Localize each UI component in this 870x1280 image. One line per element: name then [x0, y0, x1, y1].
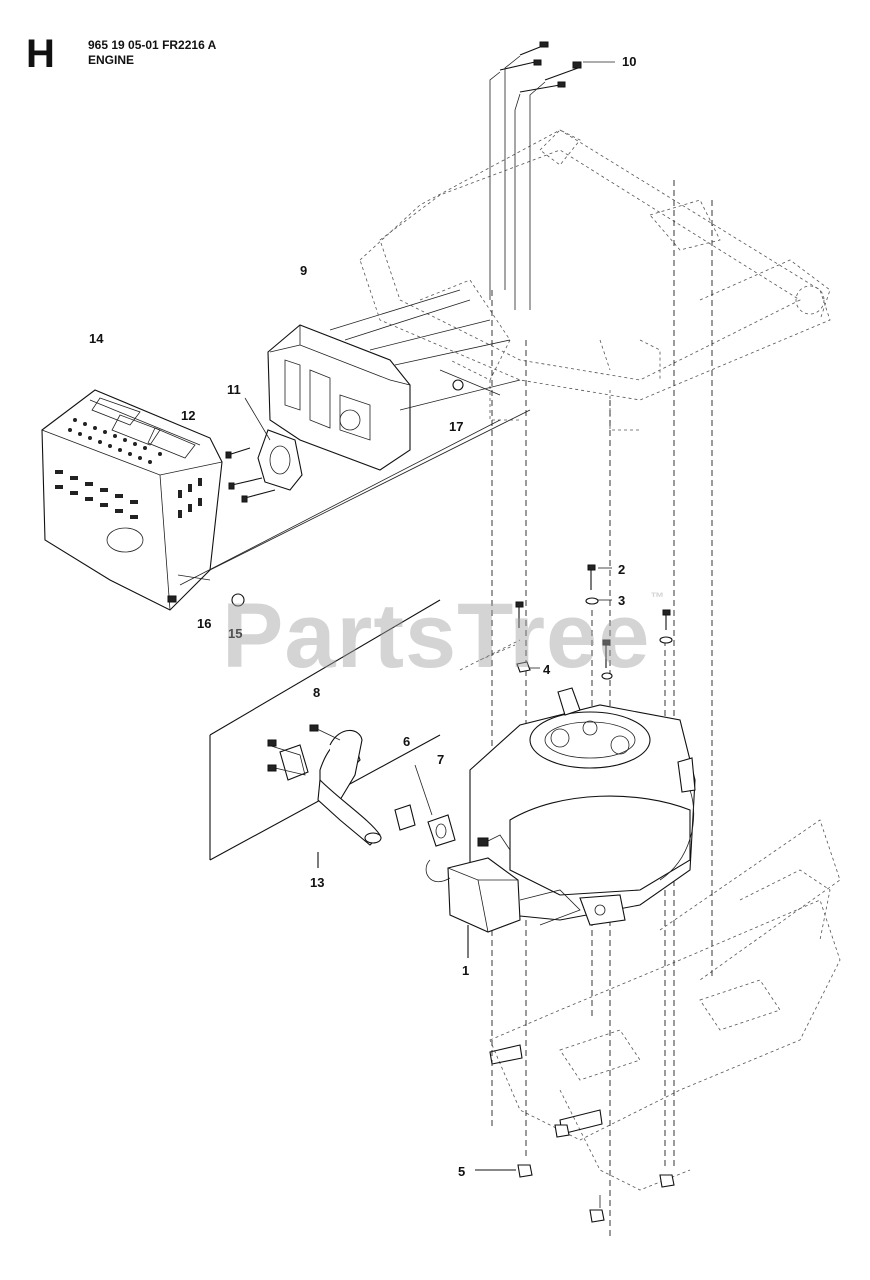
callout-2: 2 — [618, 562, 625, 577]
diagram-title: ENGINE — [88, 53, 135, 67]
hardware-small — [439, 369, 501, 396]
watermark-trademark: ™ — [650, 589, 666, 605]
callout-11: 11 — [227, 382, 241, 397]
callout-8: 8 — [313, 685, 320, 700]
callout-4: 4 — [543, 662, 551, 677]
watermark-text: PartsTree — [222, 585, 651, 687]
callout-17: 17 — [449, 419, 463, 434]
callout-12: 12 — [181, 408, 195, 423]
callout-5: 5 — [458, 1164, 465, 1179]
watermark: PartsTree™ — [222, 590, 665, 682]
callout-1: 1 — [462, 963, 469, 978]
callout-9: 9 — [300, 263, 307, 278]
callout-7: 7 — [437, 752, 444, 767]
callout-14: 14 — [89, 331, 104, 346]
chassis-frame — [359, 129, 831, 431]
bottom-nuts — [475, 1124, 675, 1223]
part-code: 965 19 05-01 FR2216 A — [88, 38, 217, 52]
callout-6: 6 — [403, 734, 410, 749]
bolts-10 — [489, 41, 615, 310]
muffler — [267, 289, 521, 471]
exhaust-pipe-group — [209, 599, 456, 861]
callout-15: 15 — [228, 626, 242, 641]
section-letter: H — [26, 32, 55, 76]
callout-labels: 1 2 3 4 5 6 7 8 9 10 11 12 13 14 15 16 1… — [89, 54, 636, 1179]
shield-vent-pattern — [55, 418, 202, 519]
callout-3: 3 — [618, 593, 625, 608]
callout-16: 16 — [197, 616, 211, 631]
exhaust-flange — [225, 397, 303, 503]
engine — [425, 687, 696, 933]
callout-13: 13 — [310, 875, 324, 890]
leader-lines — [317, 852, 469, 958]
callout-10: 10 — [622, 54, 636, 69]
bolts-2-3-4 — [459, 564, 673, 680]
heat-shield — [41, 389, 531, 611]
